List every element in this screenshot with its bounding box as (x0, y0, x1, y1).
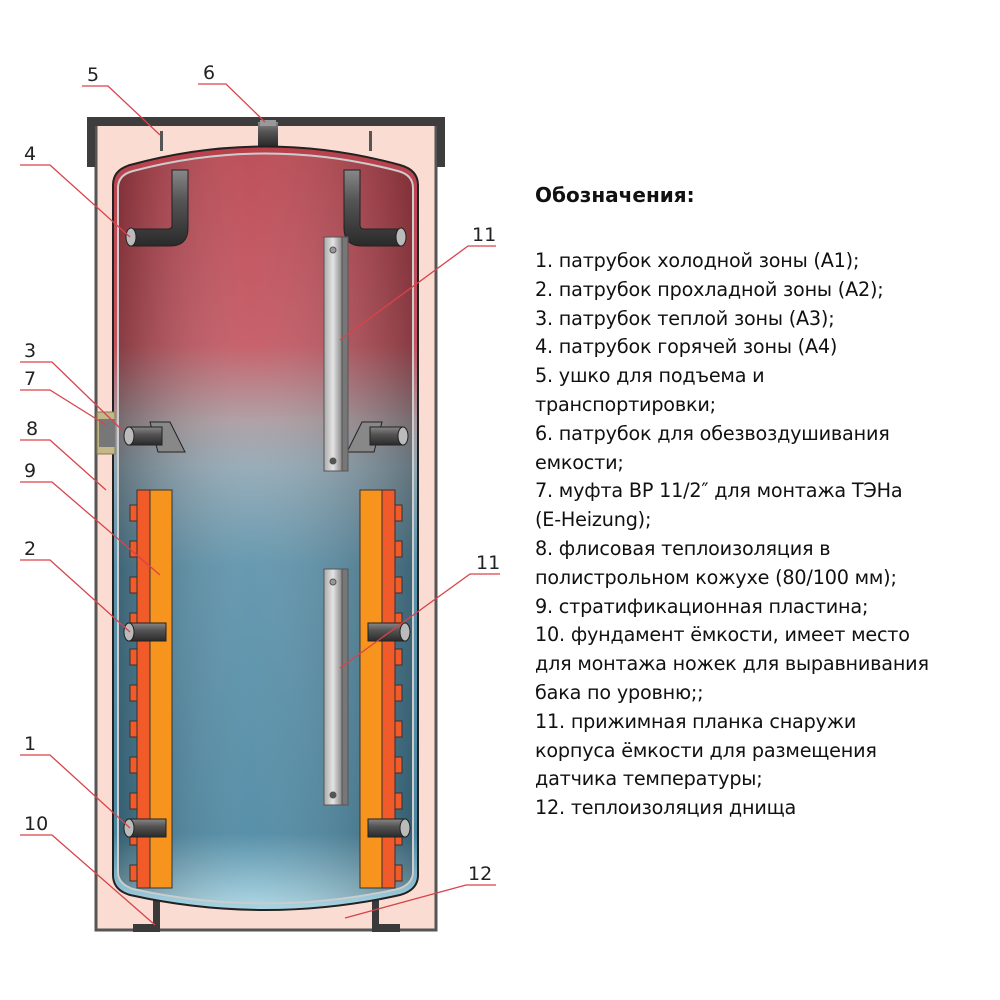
label-12: 12 (468, 863, 492, 885)
label-4: 4 (24, 143, 36, 165)
legend-line: 2. патрубок прохладной зоны (A2); (535, 277, 884, 301)
plate-tooth (129, 504, 138, 522)
pipes (123, 169, 409, 453)
plate-tooth (394, 648, 403, 666)
leader-lines (20, 83, 500, 926)
label-2: 2 (24, 538, 36, 560)
legend-line: 9. стратификационная пластина; (535, 594, 869, 618)
plate-tooth (129, 792, 138, 810)
legend-line: транспортировки; (535, 392, 716, 416)
label-6: 6 (203, 62, 215, 84)
label-11-upper: 11 (472, 224, 496, 246)
vent-port (258, 120, 278, 146)
label-10: 10 (24, 813, 48, 835)
plate-tooth (394, 684, 403, 702)
sensor-clamp-bars (323, 236, 349, 806)
lifting-lugs (160, 131, 372, 151)
legend-line: 3. патрубок теплой зоны (A3); (535, 306, 835, 330)
legend-title: Обозначения: (535, 183, 695, 207)
legend-line: (E-Heizung); (535, 508, 652, 532)
legend-line: 11. прижимная планка снаружи (535, 709, 857, 733)
tank-foundation (133, 900, 400, 932)
plate-tooth (129, 756, 138, 774)
plate-tooth (394, 864, 403, 882)
legend: Обозначения: 1. патрубок холодной зоны (… (535, 180, 995, 823)
label-9: 9 (24, 460, 36, 482)
plate-tooth (394, 756, 403, 774)
legend-line: для монтажа ножек для выравнивания (535, 652, 929, 676)
legend-line: полистрольном кожухе (80/100 мм); (535, 565, 897, 589)
legend-line: бака по уровню;; (535, 680, 704, 704)
plate-tooth (394, 792, 403, 810)
heater-socket (96, 411, 116, 455)
label-8: 8 (26, 418, 38, 440)
legend-line: 10. фундамент ёмкости, имеет место (535, 623, 910, 647)
legend-line: 4. патрубок горячей зоны (A4) (535, 335, 838, 359)
plate-tooth (394, 540, 403, 558)
label-11-lower: 11 (476, 552, 500, 574)
legend-line: датчика температуры; (535, 767, 763, 791)
plate-tooth (394, 720, 403, 738)
plate-tooth (129, 864, 138, 882)
legend-line: 5. ушко для подъема и (535, 364, 765, 388)
plate-tooth (129, 576, 138, 594)
legend-list: 1. патрубок холодной зоны (A1); 2. патруб… (535, 247, 995, 823)
label-5: 5 (87, 64, 99, 86)
stratification-plates (136, 489, 396, 889)
label-7: 7 (24, 368, 36, 390)
legend-line: 8. флисовая теплоизоляция в (535, 536, 831, 560)
plate-tooth (394, 576, 403, 594)
legend-line: корпуса ёмкости для размещения (535, 738, 877, 762)
plate-tooth (129, 720, 138, 738)
legend-line: 1. патрубок холодной зоны (A1); (535, 249, 860, 272)
label-3: 3 (24, 340, 36, 362)
label-1: 1 (24, 733, 36, 755)
legend-line: 7. муфта ВР 11/2″ для монтажа ТЭНа (535, 479, 903, 503)
plate-tooth (129, 648, 138, 666)
plate-tooth (394, 504, 403, 522)
legend-line: 6. патрубок для обезвоздушивания (535, 421, 890, 445)
legend-line: 12. теплоизоляция днища (535, 796, 797, 820)
legend-line: емкости; (535, 450, 624, 474)
plate-tooth (129, 684, 138, 702)
